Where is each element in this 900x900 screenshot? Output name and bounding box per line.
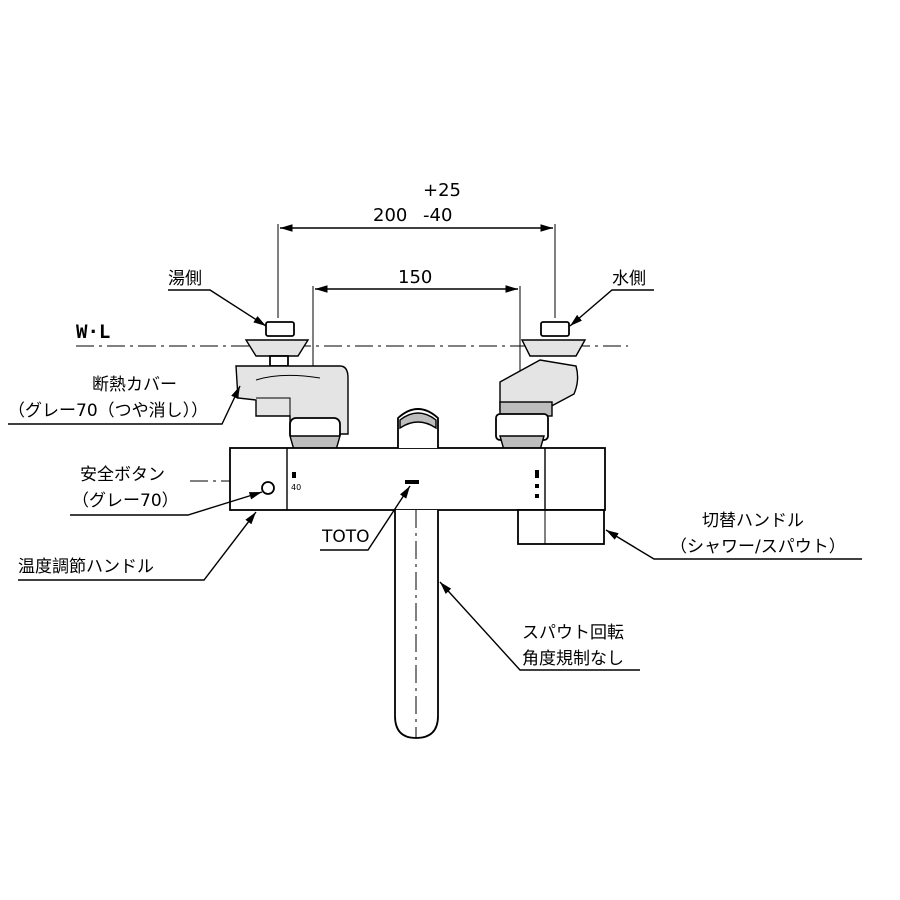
spout[interactable] xyxy=(394,510,439,739)
leader-hot-side: 湯側 xyxy=(168,269,267,327)
temperature-handle-label: 温度調節ハンドル xyxy=(18,557,154,577)
dimension-overall-tolerance-plus: +25 xyxy=(423,180,461,201)
safety-button[interactable] xyxy=(261,481,275,495)
safety-button-label-line1: 安全ボタン xyxy=(80,465,165,485)
leader-insulation-cover: 断熱カバー （グレー70（つや消し）） xyxy=(8,375,241,425)
dimension-inner-value: 150 xyxy=(398,267,432,288)
switch-handle-label-line1: 切替ハンドル xyxy=(702,511,804,531)
toto-logo-mark xyxy=(405,480,419,484)
water-level-label: W·L xyxy=(76,321,110,343)
insulation-cover-label-line2: （グレー70（つや消し）） xyxy=(8,401,208,421)
faucet-body: 40 xyxy=(229,447,606,511)
spout-label-line1: スパウト回転 xyxy=(522,623,624,643)
hot-inlet-fitting xyxy=(235,321,349,451)
temperature-dial-mark: 40 xyxy=(291,483,301,492)
dimension-overall: +25 200 -40 xyxy=(277,180,556,318)
leader-temperature-handle: 温度調節ハンドル xyxy=(18,511,257,581)
insulation-cover-label-line1: 断熱カバー xyxy=(92,375,177,395)
top-outlet-stub xyxy=(397,408,439,448)
brand-label: TOTO xyxy=(321,527,370,547)
cold-inlet-fitting xyxy=(495,321,587,451)
hot-side-label: 湯側 xyxy=(168,269,202,289)
cold-side-label: 水側 xyxy=(612,269,646,289)
switch-handle-label-line2: （シャワー/スパウト） xyxy=(670,537,846,557)
safety-button-label-line2: （グレー70） xyxy=(72,491,179,511)
dimension-overall-tolerance-minus: -40 xyxy=(423,205,452,226)
switch-handle[interactable] xyxy=(517,509,605,545)
leader-cold-side: 水側 xyxy=(569,269,654,327)
dimension-inner: 150 xyxy=(312,267,521,380)
leader-safety-button: 安全ボタン （グレー70） xyxy=(70,465,263,516)
leader-toto: TOTO xyxy=(320,485,411,551)
dimension-overall-value: 200 xyxy=(373,205,407,226)
leader-spout: スパウト回転 角度規制なし xyxy=(439,581,640,671)
spout-label-line2: 角度規制なし xyxy=(522,649,624,669)
leader-switch-handle: 切替ハンドル （シャワー/スパウト） xyxy=(605,511,862,560)
